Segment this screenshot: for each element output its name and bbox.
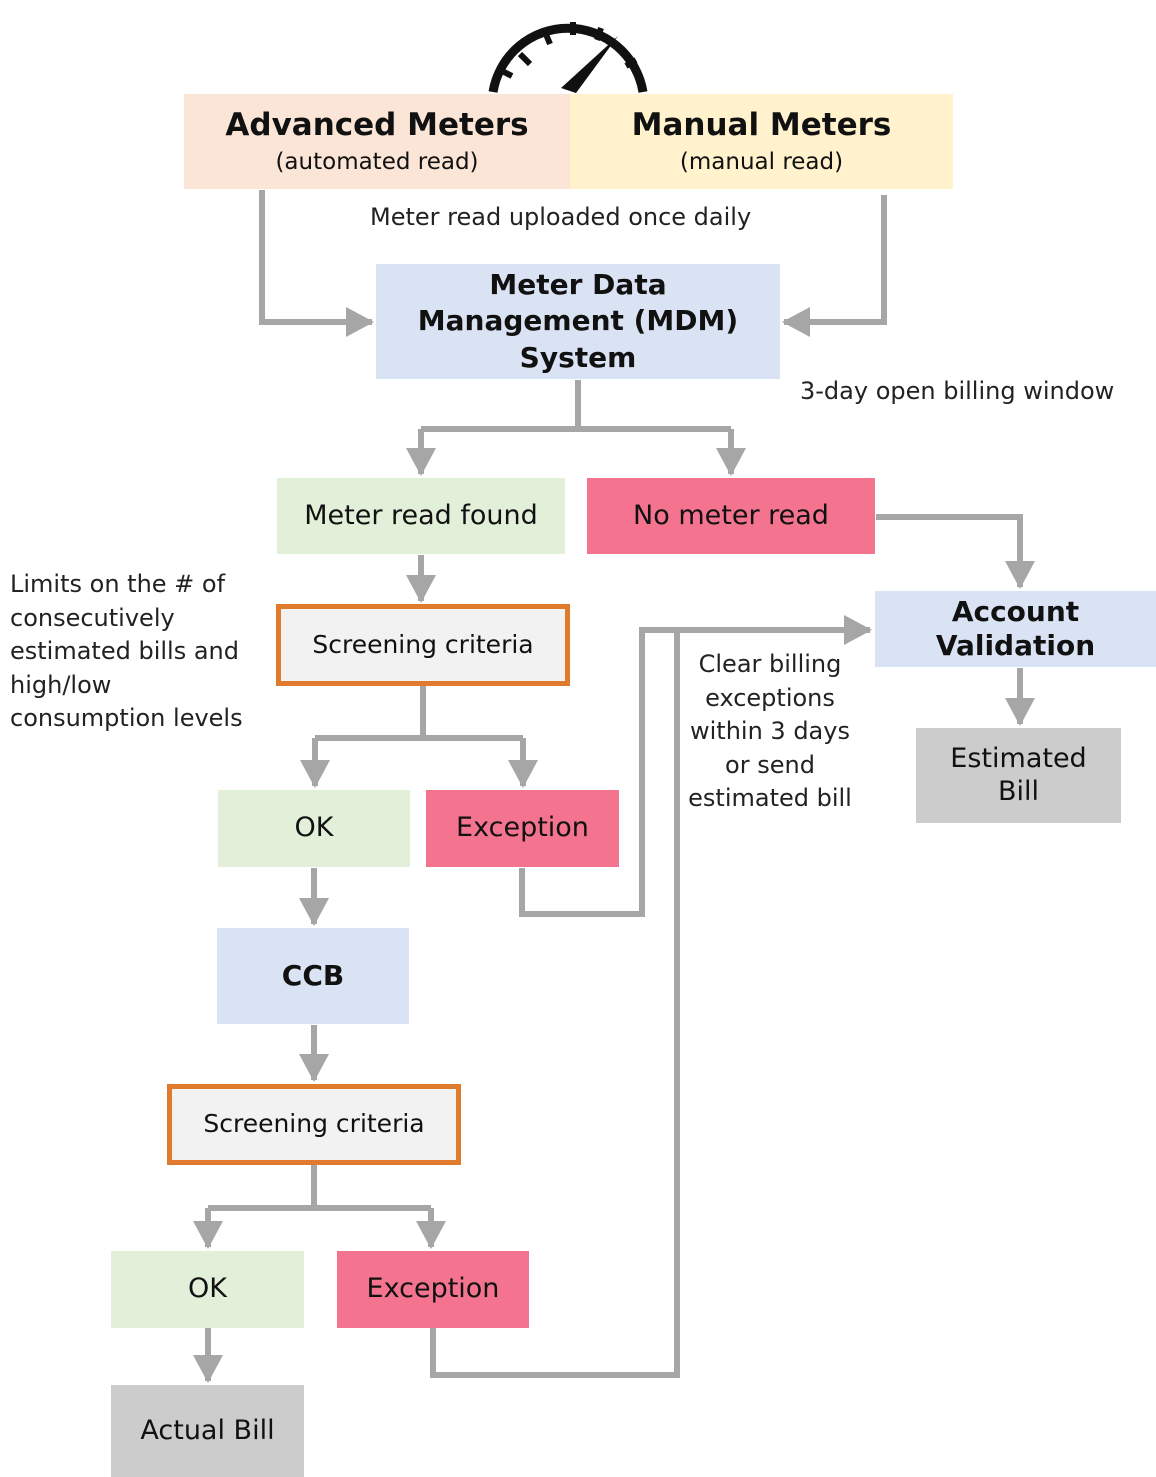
account-validation-line-1: Account [951, 594, 1080, 628]
advanced-meters-box: Advanced Meters (automated read) [184, 94, 570, 189]
connector-manual-to-mdm [782, 195, 887, 337]
advanced-meters-subtitle: (automated read) [275, 149, 479, 176]
manual-meters-box: Manual Meters (manual read) [570, 94, 953, 189]
note-line: consecutively [10, 603, 175, 632]
connector-exception1-to-validation [519, 615, 872, 917]
meter-read-found-label: Meter read found [304, 499, 538, 531]
note-line: within 3 days [690, 717, 850, 746]
connector-screening2-split [208, 1165, 431, 1211]
ccb-label: CCB [281, 958, 345, 992]
screening-criteria-box-2: Screening criteria [167, 1084, 461, 1165]
connector-no-read-to-validation [876, 514, 1035, 589]
actual-bill-label: Actual Bill [140, 1414, 275, 1446]
no-meter-read-label: No meter read [633, 499, 829, 531]
note-line: Clear billing [698, 650, 842, 678]
billing-window-note: 3-day open billing window [800, 377, 1115, 405]
note-line: exceptions [705, 683, 835, 712]
manual-meters-title: Manual Meters [631, 106, 892, 143]
actual-bill-box: Actual Bill [111, 1385, 304, 1477]
ok-label: OK [294, 812, 334, 844]
estimated-bill-box: Estimated Bill [916, 728, 1121, 823]
exception-label: Exception [366, 1273, 500, 1305]
screening-criteria-label: Screening criteria [312, 629, 534, 659]
ok-box-1: OK [218, 790, 410, 867]
connector-exception2-to-validation [430, 630, 680, 1378]
estimated-bill-line-2: Bill [997, 775, 1040, 807]
speedometer-icon [488, 22, 648, 93]
exception-clearing-note: Clear billing exceptions within 3 days o… [682, 648, 858, 816]
mdm-line-1: Meter Data [489, 267, 667, 301]
screening-criteria-box-1: Screening criteria [276, 604, 570, 686]
note-line: high/low [10, 670, 112, 699]
mdm-system-box: Meter Data Management (MDM) System [376, 264, 780, 379]
connector-advanced-to-mdm [259, 190, 374, 337]
upload-note: Meter read uploaded once daily [370, 203, 752, 231]
note-line: estimated bill [688, 784, 852, 813]
exception-label: Exception [456, 812, 589, 844]
exception-box-1: Exception [426, 790, 619, 867]
advanced-meters-title: Advanced Meters [225, 106, 529, 143]
mdm-line-3: System [519, 340, 637, 374]
note-line: consumption levels [10, 704, 243, 733]
screening-limits-note: Limits on the # of consecutively estimat… [10, 568, 270, 736]
estimated-bill-line-1: Estimated [950, 742, 1087, 774]
connector-mdm-split [421, 380, 731, 432]
screening-criteria-label: Screening criteria [203, 1109, 425, 1139]
meter-read-found-box: Meter read found [277, 478, 565, 554]
note-line: Limits on the # of [10, 570, 226, 598]
ccb-box: CCB [217, 928, 409, 1024]
exception-box-2: Exception [337, 1251, 529, 1328]
account-validation-line-2: Validation [935, 629, 1096, 662]
no-meter-read-box: No meter read [587, 478, 875, 554]
ok-label: OK [188, 1273, 227, 1305]
ok-box-2: OK [111, 1251, 304, 1328]
note-line: estimated bills and [10, 637, 239, 666]
manual-meters-subtitle: (manual read) [679, 149, 844, 176]
account-validation-box: Account Validation [875, 591, 1156, 667]
note-line: or send [725, 750, 815, 779]
connector-screening1-split [315, 686, 523, 741]
mdm-line-2: Management (MDM) [417, 304, 739, 338]
